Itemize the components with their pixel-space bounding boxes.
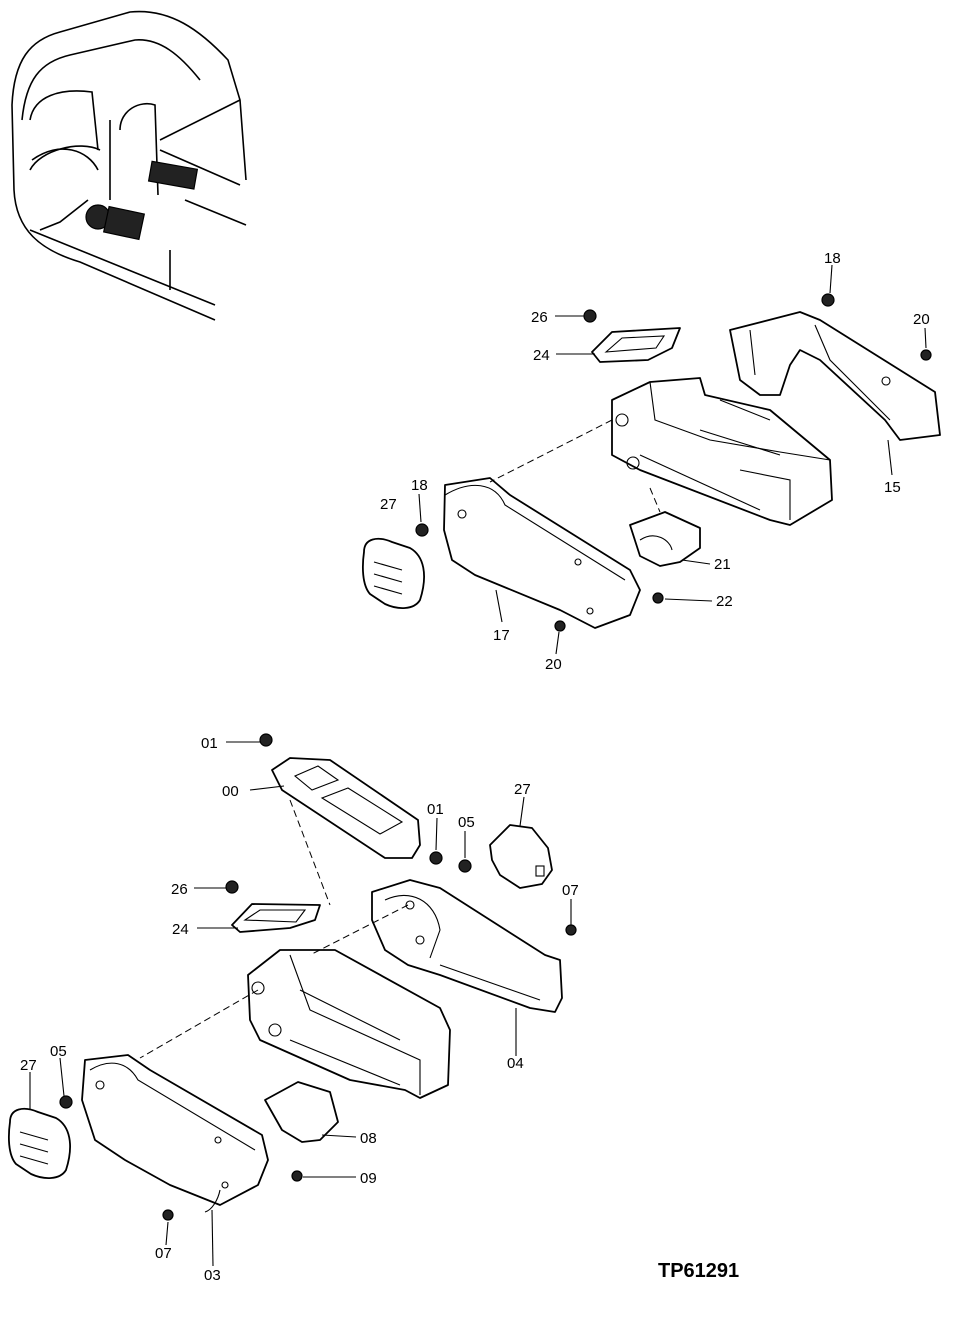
panel-24-upper [591, 327, 681, 363]
callout-05-left: 05 [50, 1043, 67, 1060]
callout-22: 22 [716, 593, 733, 610]
callout-26-lower: 26 [171, 881, 188, 898]
callout-03: 03 [204, 1267, 221, 1284]
callout-27-lower-right: 27 [514, 781, 531, 798]
cap-27-lower-left [8, 1107, 71, 1179]
panel-04 [371, 879, 563, 1013]
callout-24-lower: 24 [172, 921, 189, 938]
panel-24-lower [231, 903, 321, 933]
cap-27-upper [362, 537, 425, 609]
callout-20-right: 20 [913, 311, 930, 328]
panel-15 [729, 311, 941, 441]
callout-21: 21 [714, 556, 731, 573]
lower-assembly [8, 733, 577, 1267]
console-base-upper [611, 377, 833, 526]
cab-overview-illustration [11, 10, 247, 321]
callout-05-right: 05 [458, 814, 475, 831]
cap-27-lower-right [489, 824, 553, 889]
upper-assembly [362, 264, 941, 655]
panel-00 [271, 757, 421, 859]
callout-04: 04 [507, 1055, 524, 1072]
callout-20-bottom: 20 [545, 656, 562, 673]
callout-27-upper: 27 [380, 496, 397, 513]
cover-03 [81, 1054, 269, 1206]
callout-27-lower-left: 27 [20, 1057, 37, 1074]
callout-07-right: 07 [562, 882, 579, 899]
bracket-08 [264, 1081, 339, 1143]
cover-17 [443, 477, 641, 629]
callout-26-upper: 26 [531, 309, 548, 326]
callout-18-left: 18 [411, 477, 428, 494]
callout-01-top: 01 [201, 735, 218, 752]
bracket-21 [629, 511, 701, 567]
callout-08: 08 [360, 1130, 377, 1147]
callout-09: 09 [360, 1170, 377, 1187]
callout-01-right: 01 [427, 801, 444, 818]
callout-15: 15 [884, 479, 901, 496]
console-base-lower [247, 949, 451, 1099]
drawing-code: TP61291 [658, 1260, 739, 1282]
callout-24-upper: 24 [533, 347, 550, 364]
callout-17: 17 [493, 627, 510, 644]
callout-18-top: 18 [824, 250, 841, 267]
callout-07-bottom: 07 [155, 1245, 172, 1262]
callout-00: 00 [222, 783, 239, 800]
